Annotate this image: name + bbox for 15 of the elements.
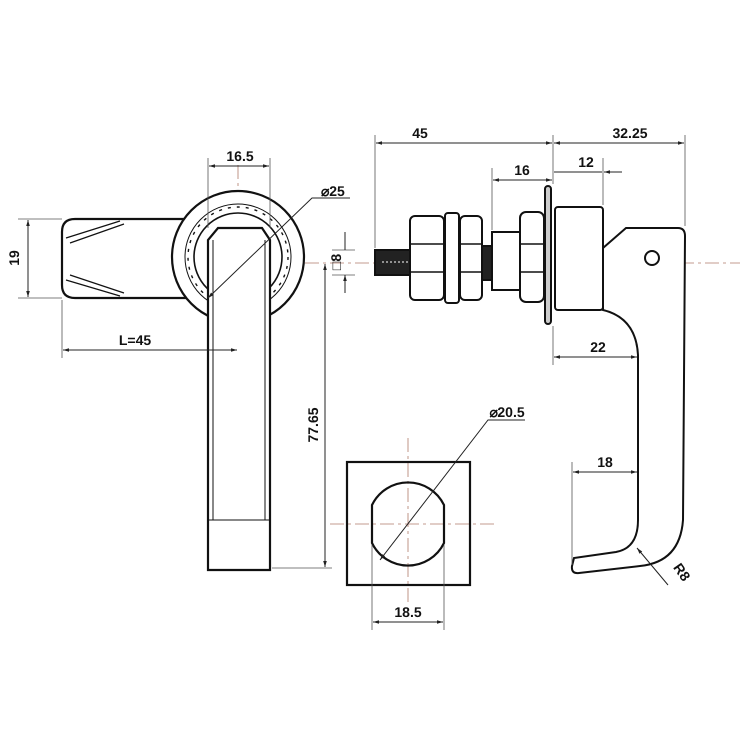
dimension-label: 22 bbox=[590, 340, 606, 354]
dimension-label: R8 bbox=[671, 560, 693, 584]
dimension-label: 45 bbox=[412, 126, 428, 140]
dimension-label: 19 bbox=[7, 250, 21, 266]
dimension-label: ⌀25 bbox=[321, 184, 345, 198]
dimension-label: 16 bbox=[514, 163, 530, 177]
dimension-label: L=45 bbox=[118, 333, 152, 347]
dimension-label: □8 bbox=[329, 254, 343, 270]
dimension-label: 12 bbox=[578, 155, 594, 169]
dimension-label: 18.5 bbox=[394, 605, 422, 619]
dimension-label: 77.65 bbox=[306, 407, 320, 443]
dimension-label: 16.5 bbox=[226, 149, 254, 163]
dimension-label: ⌀20.5 bbox=[489, 405, 525, 419]
dimension-label: 32.25 bbox=[612, 126, 648, 140]
dimension-label: 18 bbox=[597, 455, 613, 469]
